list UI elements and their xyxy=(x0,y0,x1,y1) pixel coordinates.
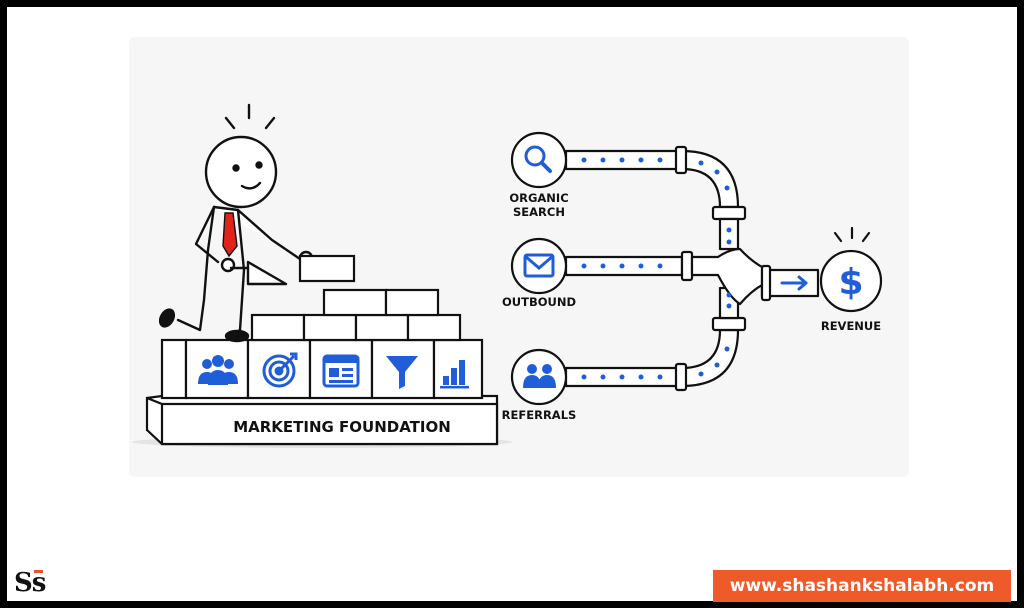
referrals-people-icon xyxy=(510,348,568,406)
red-tie xyxy=(222,212,238,258)
website-url-banner[interactable]: www.shashankshalabh.com xyxy=(713,570,1011,602)
funnel-icon xyxy=(386,356,418,389)
people-icon xyxy=(198,355,238,385)
organic-search-label-line1: ORGANIC xyxy=(509,191,568,205)
dollar-icon: $ xyxy=(838,262,863,303)
search-icon xyxy=(510,131,568,189)
brand-logo: Ss xyxy=(14,568,46,598)
bar-chart-icon xyxy=(440,360,469,389)
logo-accent-bar xyxy=(34,570,43,573)
brick-layer-3 xyxy=(322,288,440,317)
revenue-label: REVENUE xyxy=(821,319,881,333)
organic-search-label-line2: SEARCH xyxy=(513,205,565,219)
foundation-label: MARKETING FOUNDATION xyxy=(233,418,451,436)
target-icon xyxy=(262,352,298,388)
referrals-label: REFERRALS xyxy=(502,408,577,422)
arrow-right-icon xyxy=(780,275,808,291)
envelope-icon xyxy=(510,237,568,295)
outbound-label: OUTBOUND xyxy=(502,295,576,309)
held-brick xyxy=(298,254,356,283)
web-page-icon xyxy=(322,354,360,388)
foundation-block-row xyxy=(160,338,484,400)
pipe-network xyxy=(564,145,820,392)
logo-text: Ss xyxy=(14,568,46,598)
brick-layer-2 xyxy=(250,313,462,342)
pipe-flow-dots xyxy=(581,157,732,380)
foundation-base xyxy=(145,394,499,446)
revenue-node: $ xyxy=(819,226,883,313)
